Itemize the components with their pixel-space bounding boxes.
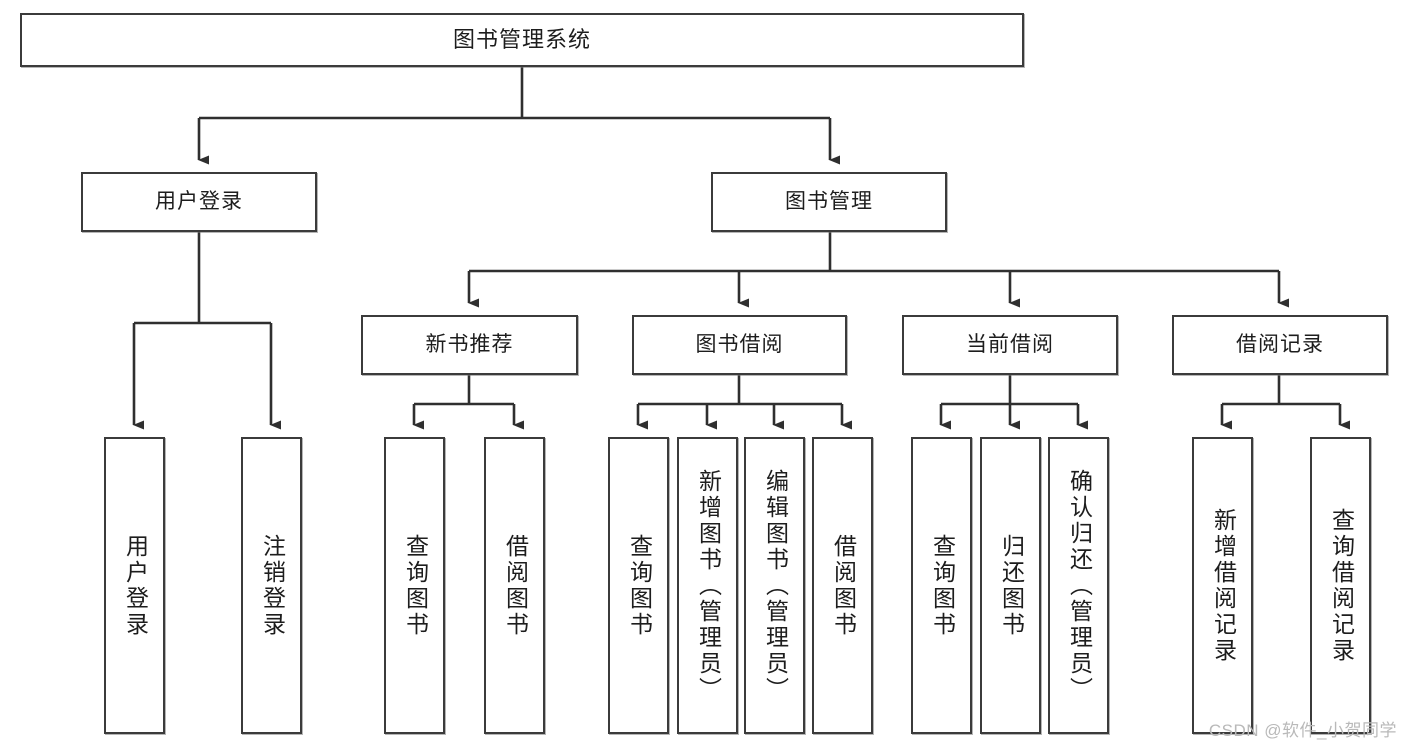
node-label: 查询图书: [402, 533, 429, 638]
node-root-book-management-system[interactable]: 图书管理系统: [20, 13, 1024, 67]
leaf-query-book-new-book[interactable]: 查询图书: [384, 437, 445, 734]
leaf-borrow-book-borrowing[interactable]: 借阅图书: [812, 437, 873, 734]
leaf-add-book-admin[interactable]: 新增图书（管理员）: [677, 437, 738, 734]
node-current-borrowing[interactable]: 当前借阅: [902, 315, 1118, 375]
node-label: 借阅记录: [1236, 332, 1324, 356]
node-label: 编辑图书（管理员）: [762, 468, 789, 703]
node-book-borrowing[interactable]: 图书借阅: [632, 315, 847, 375]
node-label: 确认归还（管理员）: [1066, 468, 1093, 703]
node-label: 查询图书: [929, 533, 956, 638]
leaf-logout[interactable]: 注销登录: [241, 437, 302, 734]
node-borrowing-records[interactable]: 借阅记录: [1172, 315, 1388, 375]
leaf-add-borrowing-record[interactable]: 新增借阅记录: [1192, 437, 1253, 734]
node-label: 用户登录: [155, 189, 243, 213]
node-label: 查询借阅记录: [1328, 507, 1355, 664]
node-label: 新增图书（管理员）: [695, 468, 722, 703]
node-label: 新增借阅记录: [1210, 507, 1237, 664]
leaf-user-login[interactable]: 用户登录: [104, 437, 165, 734]
node-label: 借阅图书: [502, 533, 529, 638]
watermark: CSDN @软件_小贺同学: [1208, 721, 1397, 740]
node-label: 当前借阅: [966, 332, 1054, 356]
node-label: 借阅图书: [830, 533, 857, 638]
node-label: 新书推荐: [425, 332, 514, 356]
leaf-borrow-book-new-book[interactable]: 借阅图书: [484, 437, 545, 734]
node-label: 用户登录: [122, 533, 149, 638]
node-label: 归还图书: [998, 533, 1025, 638]
node-label: 图书借阅: [695, 332, 784, 356]
node-label: 图书管理系统: [452, 27, 591, 53]
node-new-book-recommendation[interactable]: 新书推荐: [361, 315, 578, 375]
leaf-confirm-return-admin[interactable]: 确认归还（管理员）: [1048, 437, 1109, 734]
leaf-query-book-borrowing[interactable]: 查询图书: [608, 437, 669, 734]
node-label: 图书管理: [785, 189, 873, 213]
leaf-query-borrowing-record[interactable]: 查询借阅记录: [1310, 437, 1371, 734]
leaf-edit-book-admin[interactable]: 编辑图书（管理员）: [744, 437, 805, 734]
node-user-login[interactable]: 用户登录: [81, 172, 317, 232]
leaf-query-book-current[interactable]: 查询图书: [911, 437, 972, 734]
node-label: 注销登录: [259, 533, 286, 638]
node-label: 查询图书: [626, 533, 653, 638]
leaf-return-book[interactable]: 归还图书: [980, 437, 1041, 734]
node-book-management[interactable]: 图书管理: [711, 172, 947, 232]
